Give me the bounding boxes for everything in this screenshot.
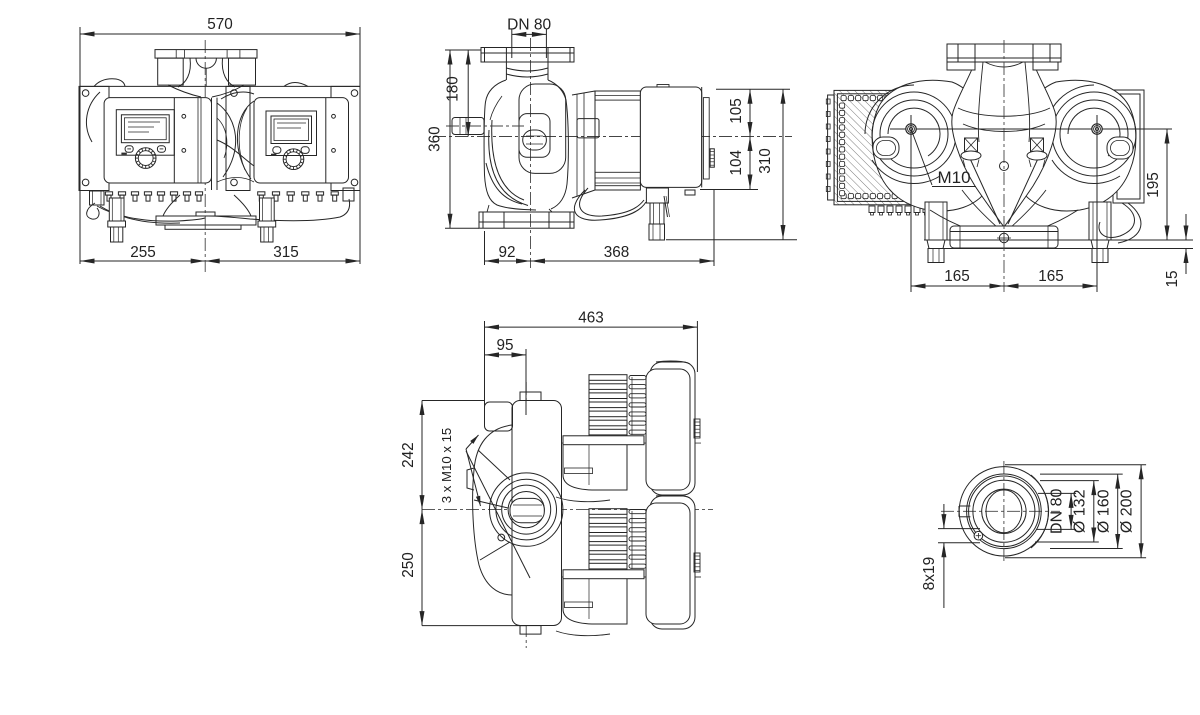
svg-text:3 x M10 x 15: 3 x M10 x 15 — [439, 428, 454, 504]
svg-text:8x19: 8x19 — [921, 557, 938, 591]
svg-text:95: 95 — [496, 337, 513, 354]
svg-text:255: 255 — [130, 244, 156, 261]
svg-text:92: 92 — [498, 244, 515, 261]
svg-text:M10: M10 — [937, 168, 970, 187]
svg-text:360: 360 — [427, 126, 444, 152]
svg-text:463: 463 — [578, 310, 604, 327]
svg-text:310: 310 — [757, 148, 774, 174]
svg-text:315: 315 — [273, 244, 299, 261]
svg-text:105: 105 — [728, 98, 745, 124]
svg-text:Ø 160: Ø 160 — [1095, 489, 1112, 533]
svg-text:Ø 132: Ø 132 — [1071, 489, 1088, 533]
svg-text:242: 242 — [400, 442, 417, 468]
svg-text:250: 250 — [400, 552, 417, 578]
svg-text:368: 368 — [604, 244, 630, 261]
svg-text:570: 570 — [207, 16, 233, 33]
svg-text:DN 80: DN 80 — [1049, 489, 1066, 534]
svg-text:165: 165 — [1038, 268, 1064, 285]
svg-text:165: 165 — [944, 268, 970, 285]
svg-text:DN 80: DN 80 — [507, 17, 551, 34]
svg-text:15: 15 — [1164, 270, 1181, 287]
svg-text:Ø 200: Ø 200 — [1119, 489, 1136, 533]
svg-text:104: 104 — [728, 150, 745, 176]
svg-text:195: 195 — [1145, 172, 1162, 198]
svg-text:180: 180 — [445, 76, 462, 102]
